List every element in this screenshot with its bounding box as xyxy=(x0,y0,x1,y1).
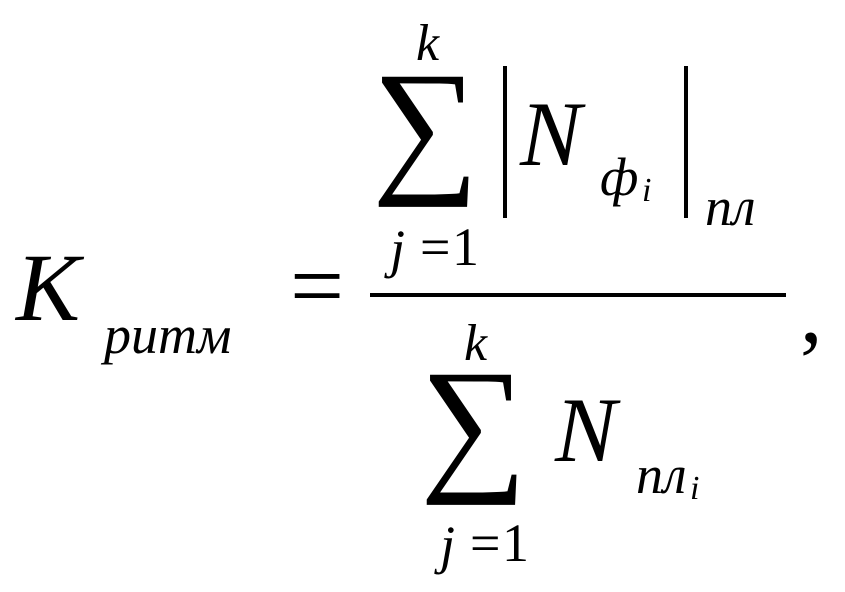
numerator-abs-bar-left xyxy=(503,66,507,218)
denominator-lower-value: 1 xyxy=(502,513,529,573)
denominator-term-subscript: пл xyxy=(636,445,687,505)
lhs-symbol: K xyxy=(16,234,81,341)
numerator-term-symbol: N xyxy=(520,83,582,185)
denominator-sum-symbol: ∑ xyxy=(420,340,527,506)
denominator-term-sub-subscript: i xyxy=(690,470,700,507)
numerator-lower-index: j xyxy=(390,219,406,279)
numerator-outer-subscript: пл xyxy=(705,177,756,237)
lhs-subscript: ритм xyxy=(104,305,232,365)
trailing-comma: , xyxy=(800,263,823,362)
denominator-upper-limit: k xyxy=(464,315,488,372)
numerator-upper-limit: k xyxy=(416,15,440,72)
numerator-term-subscript: ф xyxy=(600,147,639,207)
numerator-lower-value: 1 xyxy=(452,217,479,277)
denominator-term-symbol: N xyxy=(555,379,617,481)
numerator-sum-symbol: ∑ xyxy=(372,42,479,208)
numerator-lower-equals: = xyxy=(420,217,451,277)
equals-sign: = xyxy=(290,232,345,339)
denominator-lower-index: j xyxy=(440,515,456,575)
fraction-line xyxy=(370,293,786,297)
numerator-term-sub-subscript: i xyxy=(642,172,652,209)
denominator-lower-equals: = xyxy=(470,513,501,573)
numerator-abs-bar-right xyxy=(684,66,688,218)
